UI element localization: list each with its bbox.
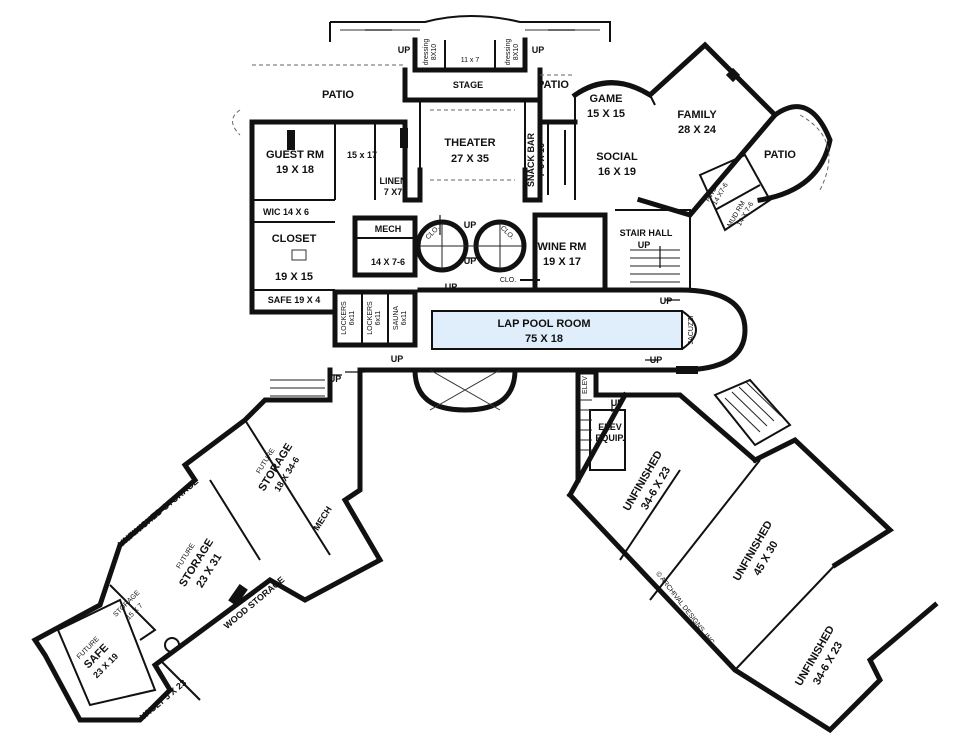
stair-up-labels: UP UP UP UP UP UP UP UP UP UP UP — [329, 45, 673, 408]
label-lockers-1-size: 6x11 — [349, 311, 356, 326]
patios — [232, 64, 830, 191]
up-label: UP — [464, 256, 477, 266]
label-snack-bar: SNACK BAR — [526, 132, 536, 187]
label-patio-left: PATIO — [322, 89, 354, 101]
label-game: GAME — [590, 93, 623, 105]
label-elev: ELEV — [582, 376, 589, 394]
theater-room — [402, 99, 543, 203]
room-labels: PATIO PATIO PATIO GUEST RM 19 X 18 15 x … — [76, 39, 845, 722]
label-linen: LINEN — [380, 176, 407, 186]
label-safe: SAFE 19 X 4 — [268, 295, 321, 305]
label-dressing-left: dressing — [423, 39, 430, 66]
up-label: UP — [638, 240, 651, 250]
label-lockers-2: LOCKERS — [367, 301, 374, 335]
pool-wing — [332, 287, 748, 413]
label-lap-pool: LAP POOL ROOM — [497, 318, 590, 330]
label-vault: VAULT 5 X 23 — [138, 677, 188, 721]
label-lockers-1: LOCKERS — [341, 301, 348, 335]
label-stage: STAGE — [453, 80, 483, 90]
lap-pool — [431, 310, 683, 350]
label-linen-size: 7 X7 — [384, 187, 403, 197]
label-closet: CLOSET — [272, 233, 317, 245]
label-patio-right: PATIO — [764, 149, 796, 161]
label-dressing-right: dressing — [505, 39, 512, 66]
circulation-arrows — [328, 29, 680, 412]
label-family-size: 28 X 24 — [678, 124, 717, 136]
label-lap-pool-size: 75 X 18 — [525, 333, 563, 345]
up-label: UP — [532, 45, 545, 55]
label-sauna-size: 6x11 — [401, 311, 408, 326]
up-label: UP — [445, 282, 458, 292]
label-clo-bottom: CLO. — [500, 277, 516, 284]
social-wing — [537, 41, 833, 232]
label-stair-hall: STAIR HALL — [620, 228, 673, 238]
label-dressing-right-size: 8X10 — [513, 44, 520, 60]
label-game-size: 15 X 15 — [587, 108, 625, 120]
label-mech-top-size: 14 X 7-6 — [371, 257, 405, 267]
label-wood-storage: WOOD STORAGE — [222, 574, 287, 630]
label-wine-rm-size: 19 X 17 — [543, 256, 581, 268]
label-wine-rm: WINE RM — [538, 241, 587, 253]
label-unfinished-storage: UNFINISHED STORAGE — [116, 476, 200, 549]
stair-hall — [615, 209, 691, 290]
label-mech-top: MECH — [375, 224, 402, 234]
label-elev-equip: ELEV — [598, 422, 622, 432]
elevator-area — [575, 367, 626, 483]
label-guest-bath: 15 x 17 — [347, 150, 377, 160]
label-social: SOCIAL — [596, 151, 638, 163]
label-social-size: 16 X 19 — [598, 166, 636, 178]
up-label: UP — [391, 354, 404, 364]
label-closet-size: 19 X 15 — [275, 271, 313, 283]
left-storage-wing — [31, 367, 384, 723]
label-dressing-left-size: 8X10 — [431, 44, 438, 60]
label-mech-bottom: MECH — [311, 505, 334, 533]
label-wic: WIC 14 X 6 — [263, 207, 309, 217]
stage-area — [329, 15, 611, 170]
label-guest-rm: GUEST RM — [266, 149, 324, 161]
label-snack-bar-size: 7-6 X 16 — [536, 143, 546, 177]
label-lockers-2-size: 6x11 — [375, 311, 382, 326]
up-label: UP — [464, 220, 477, 230]
guest-wing — [249, 119, 408, 315]
label-family: FAMILY — [677, 109, 717, 121]
up-label: UP — [660, 296, 673, 306]
label-jacuzzi: JACUZZI — [688, 316, 695, 345]
label-theater-size: 27 X 35 — [451, 153, 489, 165]
label-stage-size: 11 x 7 — [461, 57, 480, 64]
up-label: UP — [650, 355, 663, 365]
label-theater: THEATER — [444, 137, 495, 149]
label-guest-rm-size: 19 X 18 — [276, 164, 314, 176]
label-patio-center: PATIO — [537, 79, 569, 91]
up-label: UP — [329, 374, 342, 384]
label-sauna: SAUNA — [393, 306, 400, 330]
up-label: UP — [611, 398, 624, 408]
label-elev-equip-sub: EQUIP. — [595, 433, 624, 443]
right-unfinished-wing — [566, 378, 939, 734]
copyright-text: © ARCHIVAL DESIGNS, INC. — [654, 570, 717, 648]
up-label: UP — [398, 45, 411, 55]
